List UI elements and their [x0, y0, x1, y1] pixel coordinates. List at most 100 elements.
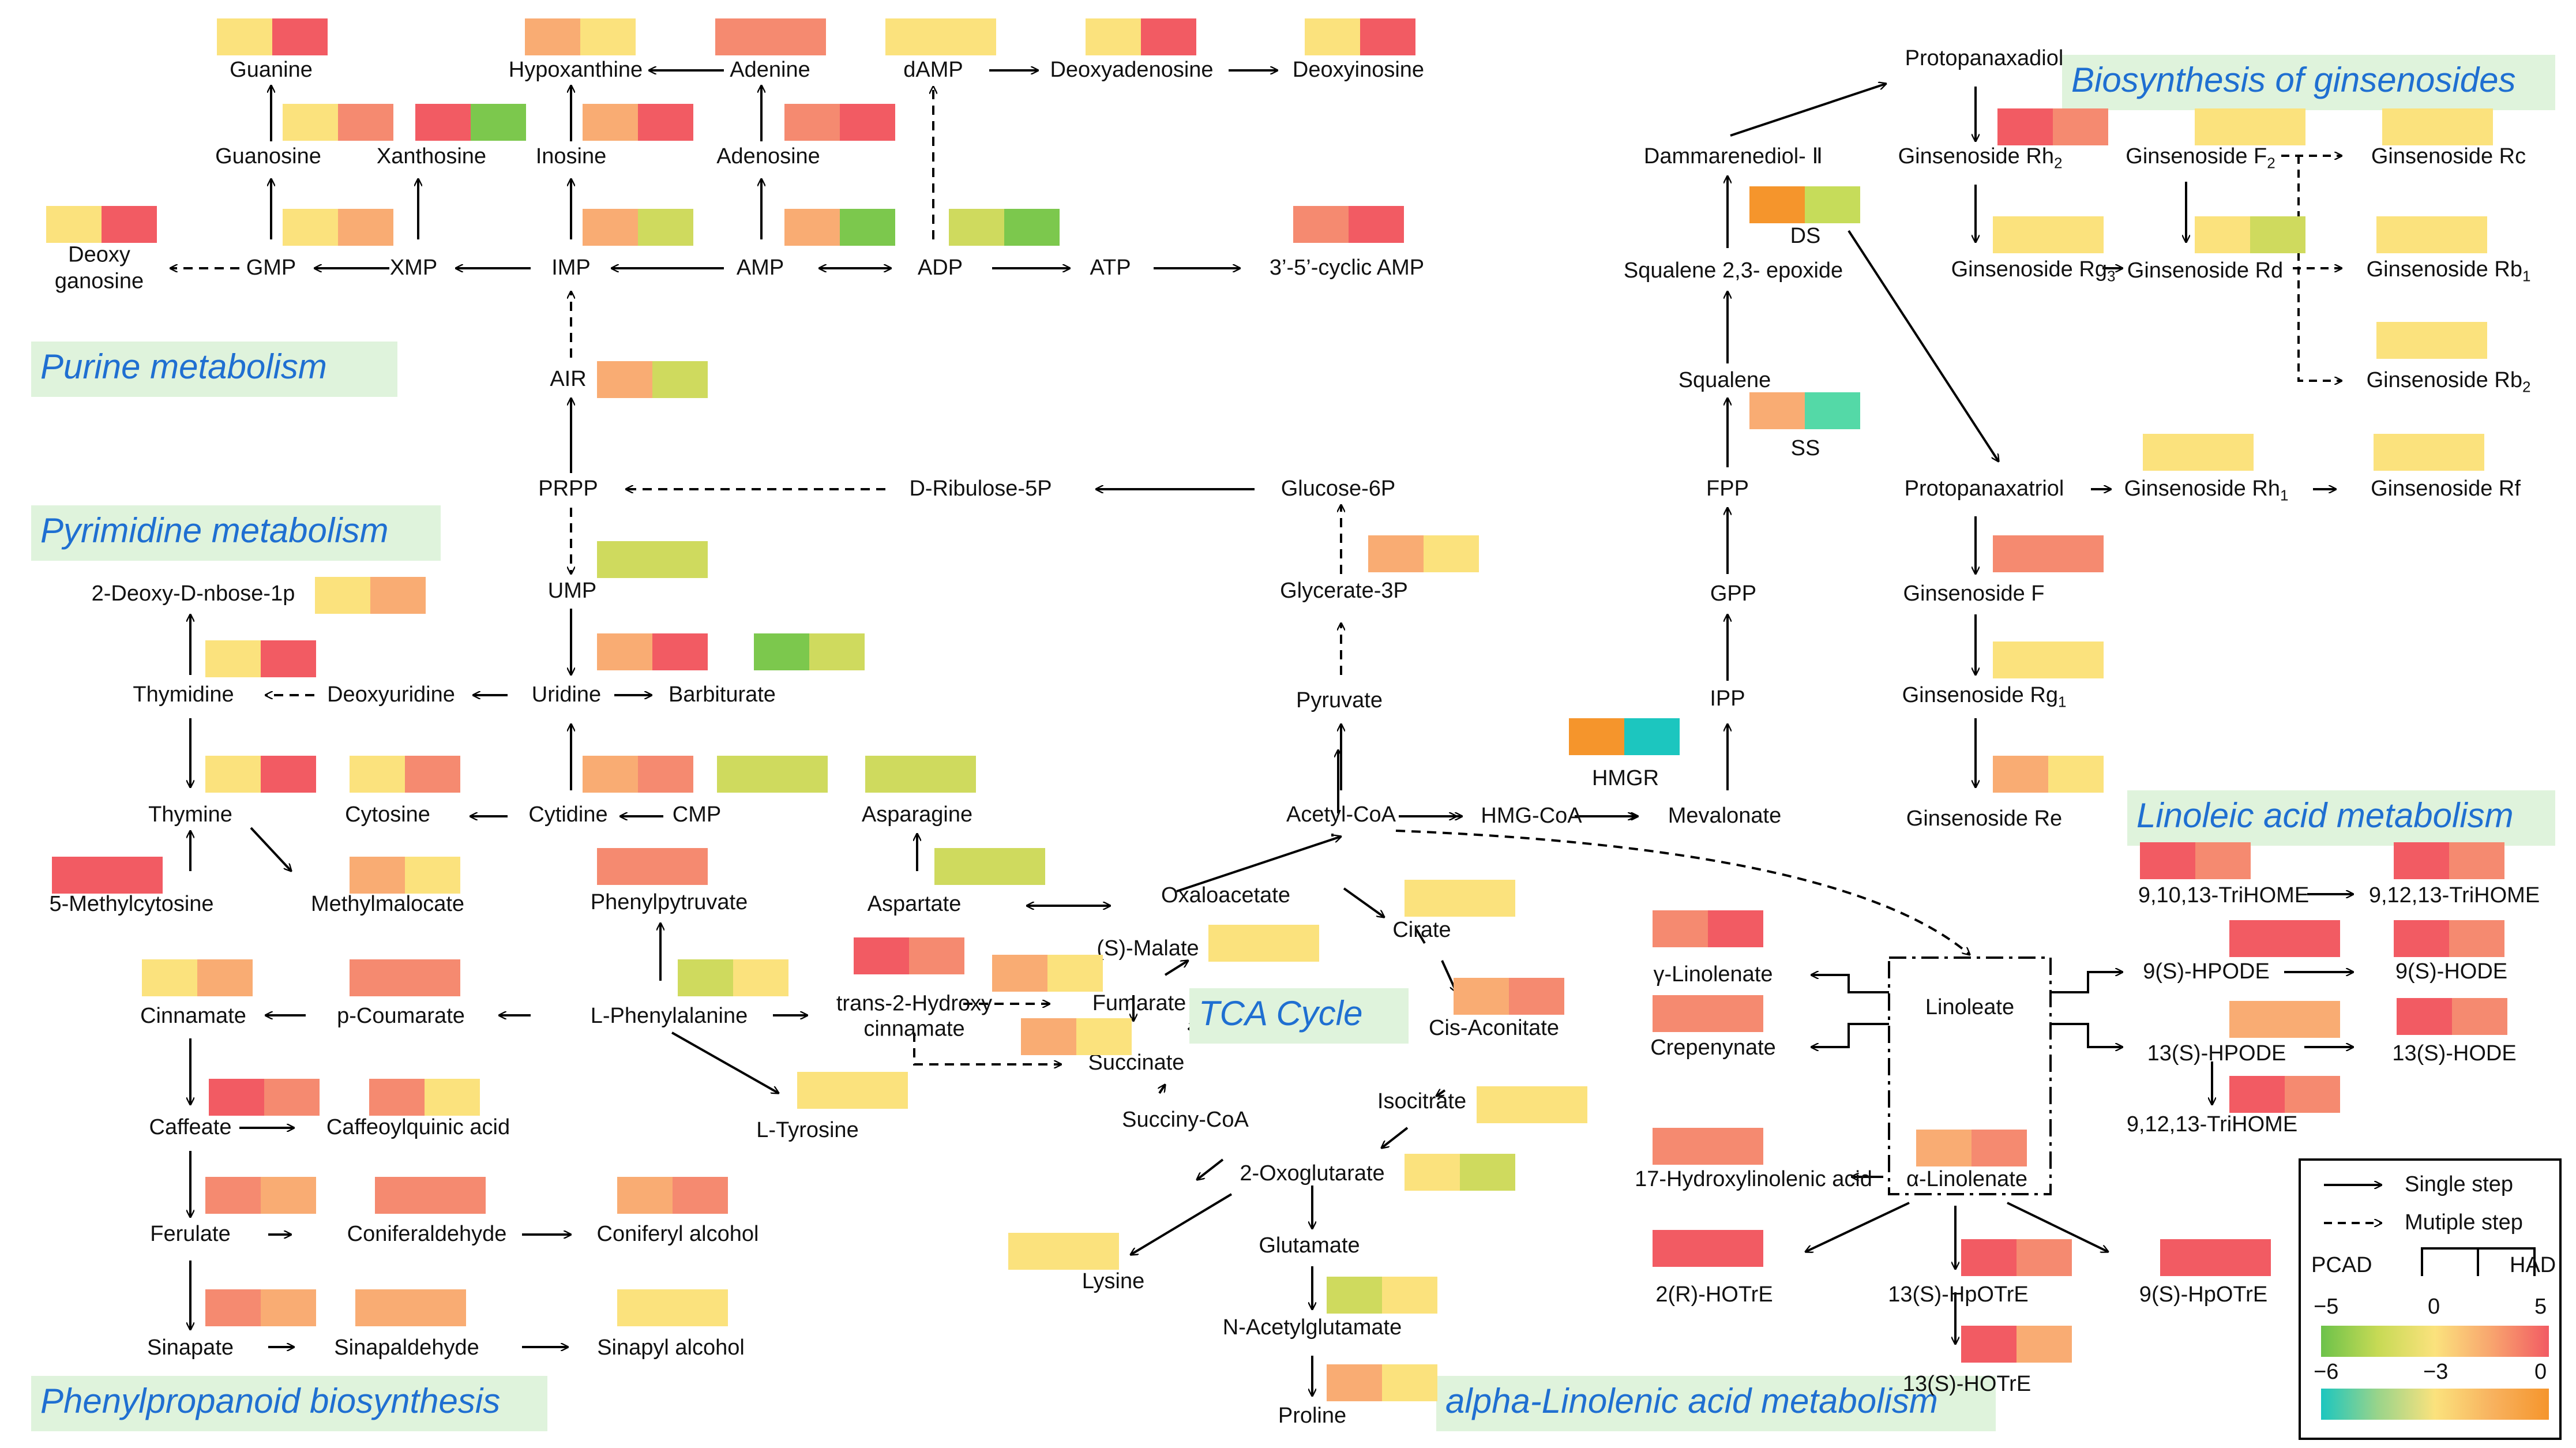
node-methylcytosine: 5-Methylcytosine [49, 892, 214, 917]
heat-cell [405, 959, 460, 996]
heat-cell [52, 857, 107, 894]
heatmap-alpha-linolenate [1916, 1130, 2027, 1166]
legend-tick-0b: 0 [2534, 1360, 2547, 1384]
node-hpotre9: 9(S)-HpOTrE [2139, 1282, 2268, 1307]
section-phenylpropanoid: Phenylpropanoid biosynthesis [31, 1376, 547, 1431]
heat-cell [1382, 1364, 1437, 1401]
arrow [1381, 1127, 1409, 1148]
node-hotre2r: 2(R)-HOTrE [1655, 1282, 1773, 1307]
heatmap-fumarate [992, 955, 1103, 992]
heat-cell [2432, 216, 2487, 253]
heatmap-guanosine [283, 104, 393, 141]
node-mevalonate: Mevalonate [1668, 804, 1782, 828]
node-tyrosine: L-Tyrosine [756, 1118, 859, 1143]
heat-cell [1208, 925, 1264, 962]
heat-cell [941, 18, 996, 55]
heat-cell [355, 1289, 411, 1326]
node-rg3: Ginsenoside Rg3 [1951, 257, 2116, 285]
heat-cell [2017, 1239, 2072, 1276]
heatmap-barbiturate [754, 633, 865, 670]
node-hypoxanthine: Hypoxanthine [508, 58, 643, 82]
heat-cell [1972, 1130, 2027, 1166]
heatmap-rf [2374, 434, 2484, 471]
node-deoxyadenosine: Deoxyadenosine [1050, 58, 1214, 82]
heatmap-hypoxanthine [525, 18, 636, 55]
legend-had: HAD [2510, 1253, 2556, 1277]
heatmap-trihome1 [2140, 842, 2251, 879]
node-deoxyuridine: Deoxyuridine [327, 682, 455, 707]
heatmap-cyclic-amp [1293, 206, 1404, 243]
heat-cell [1021, 1018, 1076, 1055]
node-rb2: Ginsenoside Rb2 [2366, 367, 2531, 396]
heat-cell [2140, 842, 2195, 879]
heatmap-cinnamate [142, 959, 253, 996]
heat-cell [2048, 535, 2104, 572]
legend-multiple-step: Mutiple step [2405, 1210, 2523, 1235]
heat-cell [583, 209, 638, 246]
heat-cell [2376, 216, 2432, 253]
heatmap-coumarate [350, 959, 460, 996]
heat-cell [597, 361, 652, 398]
heat-cell [865, 756, 921, 793]
heatmap-acetylglutamate [1327, 1277, 1437, 1314]
arrow [1805, 1202, 1910, 1252]
heatmap-deoxyinosine [1305, 18, 1415, 55]
heat-cell [854, 937, 909, 974]
node-hpode9: 9(S)-HPODE [2143, 959, 2270, 984]
heat-cell [1327, 1364, 1382, 1401]
node-glycerate: Glycerate-3P [1280, 579, 1408, 603]
heatmap-imp [583, 209, 693, 246]
node-rd: Ginsenoside Rd [2127, 258, 2284, 283]
node-gpp: GPP [1710, 582, 1757, 606]
heat-cell [771, 18, 826, 55]
heatmap-caffeate [209, 1079, 320, 1116]
heatmap-hotre2r [1653, 1230, 1763, 1267]
heat-cell [717, 756, 772, 793]
heat-cell [638, 756, 693, 793]
heatmap-rg3 [1993, 216, 2104, 253]
heatmap-f2 [2195, 108, 2305, 145]
node-acetylglutamate: N-Acetylglutamate [1222, 1315, 1402, 1340]
heat-cell [350, 857, 405, 894]
linoleate-box [1888, 956, 2052, 1195]
heat-cell [1368, 535, 1424, 572]
heatmap-thymidine [205, 640, 316, 677]
heat-cell [205, 1177, 261, 1214]
heat-cell [1708, 995, 1763, 1032]
node-ferulate: Ferulate [150, 1222, 231, 1247]
node-rc: Ginsenoside Rc [2371, 144, 2526, 169]
node-asparagine: Asparagine [861, 802, 973, 827]
heatmap-damp [885, 18, 996, 55]
node-hode9: 9(S)-HODE [2395, 959, 2508, 984]
heat-cell [715, 18, 771, 55]
heat-cell [102, 206, 157, 243]
node-alpha-linolenate: α-Linolenate [1906, 1167, 2028, 1192]
arrow [1164, 961, 1188, 976]
heatmap-air [597, 361, 708, 398]
node-trihome1: 9,10,13-TriHOME [2138, 883, 2310, 908]
node-cytidine: Cytidine [528, 802, 608, 827]
heat-cell [2229, 920, 2285, 957]
node-sinapate: Sinapate [147, 1336, 234, 1360]
arrow [2051, 1023, 2123, 1047]
heat-cell [2048, 756, 2104, 793]
node-gmp: GMP [246, 256, 296, 280]
heat-cell [1624, 718, 1680, 755]
legend-tick-m6: −6 [2314, 1360, 2339, 1384]
node-air: AIR [550, 367, 587, 392]
node-barbiturate: Barbiturate [669, 682, 776, 707]
arrow [1395, 830, 1970, 955]
node-caffeoylquinic: Caffeoylquinic acid [326, 1115, 510, 1140]
heat-cell [1460, 1154, 1515, 1191]
node-linoleate: Linoleate [1925, 995, 2015, 1020]
heat-cell [2017, 1326, 2072, 1363]
heat-cell [2452, 998, 2507, 1035]
heat-cell [264, 1079, 320, 1116]
heat-cell [754, 633, 809, 670]
heat-cell [142, 959, 197, 996]
heat-cell [1064, 1233, 1119, 1270]
heatmap-deoxyadenosine [1086, 18, 1196, 55]
heat-cell [673, 1177, 728, 1214]
heat-cell [733, 959, 788, 996]
